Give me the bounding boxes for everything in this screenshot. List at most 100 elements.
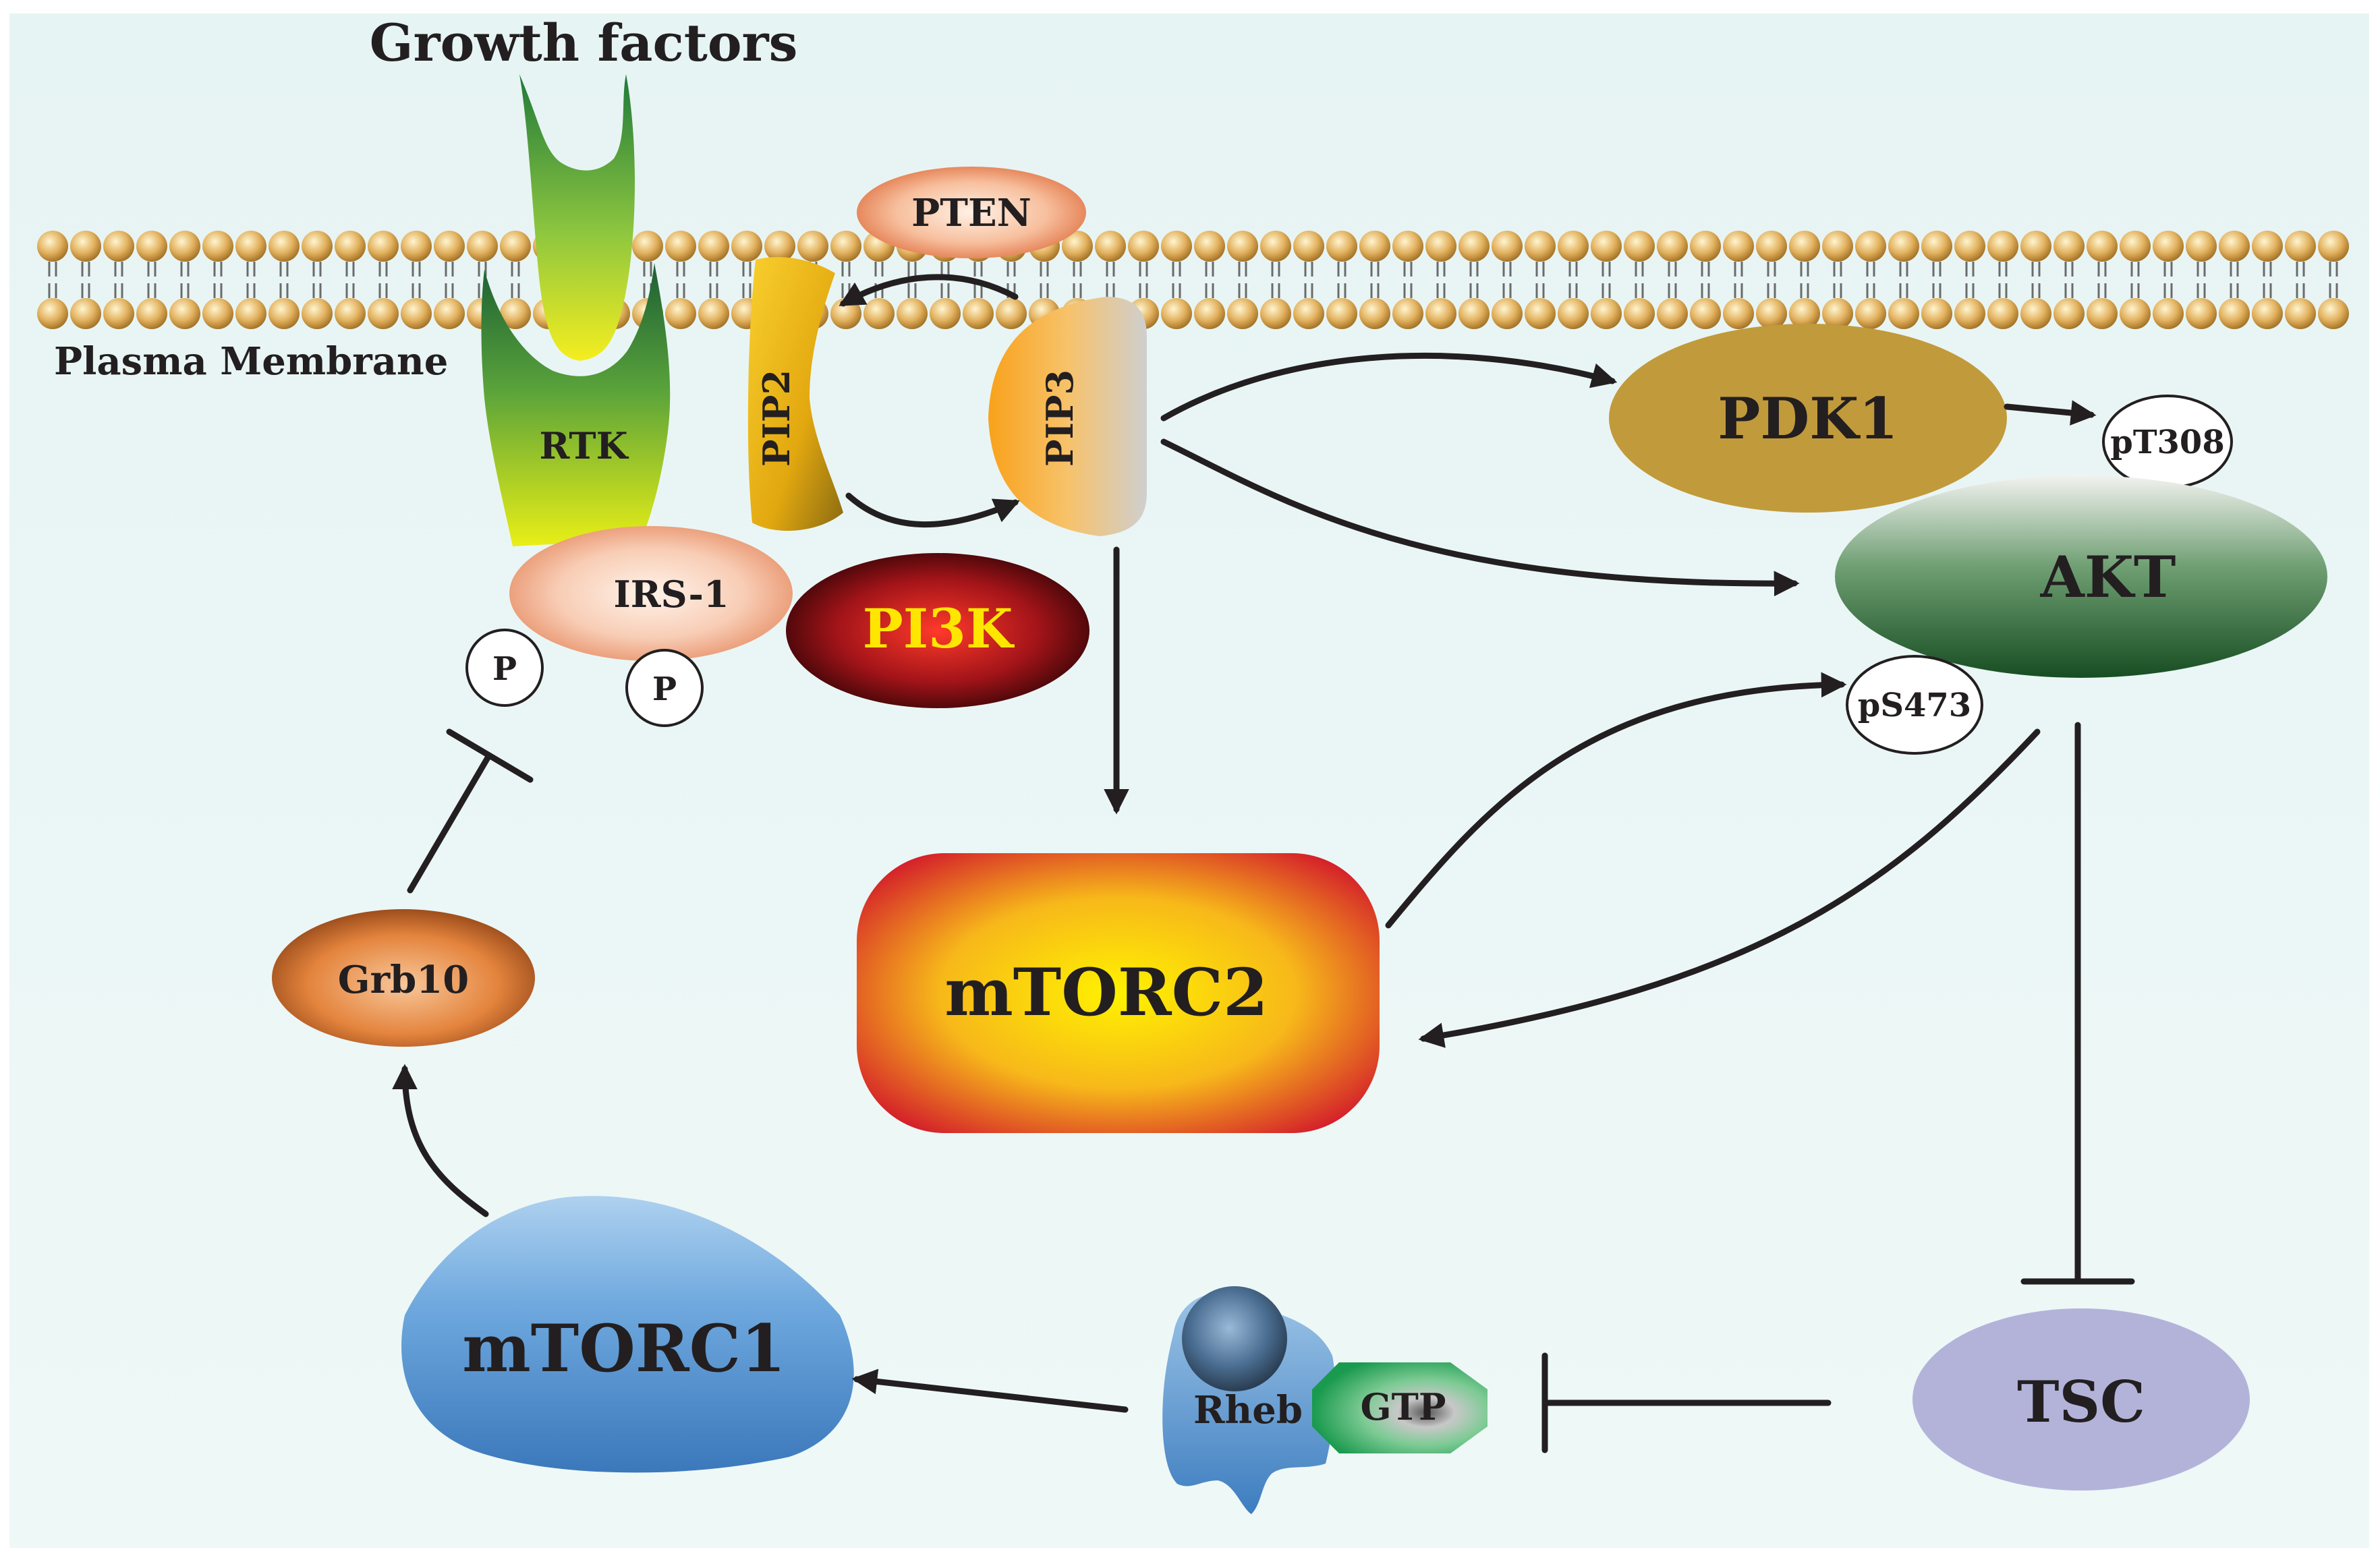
lipid-tail [1040, 262, 1049, 298]
lipid-head-inner [1227, 298, 1258, 329]
lipid-head-inner [2318, 298, 2349, 329]
growth-factors-label: Growth factors [370, 13, 798, 73]
lipid-tail [1205, 262, 1214, 298]
pdk1-label: PDK1 [1718, 385, 1898, 452]
lipid-head-inner [863, 298, 895, 329]
lipid-head-outer [830, 231, 861, 262]
arrow-pip3-to-pdk1 [1160, 353, 1618, 422]
lipid-head-outer [1260, 231, 1291, 262]
lipid-head-inner [1458, 298, 1490, 329]
lipid-tail [1833, 262, 1842, 298]
lipid-tail [180, 262, 190, 298]
arrow-akt-to-mtorc2 [1418, 728, 2041, 1048]
lipid-head-inner [1260, 298, 1291, 329]
lipid-tail [511, 262, 520, 298]
pi3k-label: PI3K [863, 597, 1015, 660]
lipid-tail [1502, 262, 1512, 298]
lipid-head-outer [268, 231, 300, 262]
lipid-head-outer [235, 231, 266, 262]
lipid-tail [1932, 262, 1942, 298]
lipid-head-inner [1425, 298, 1456, 329]
lipid-tail [1337, 262, 1347, 298]
lipid-head-outer [500, 231, 531, 262]
lipid-head-inner [1326, 298, 1357, 329]
lipid-tail [1635, 262, 1644, 298]
lipid-tail [2329, 262, 2338, 298]
pten-label: PTEN [911, 191, 1031, 235]
lipid-head-inner [665, 298, 696, 329]
arrow-mtorc2-to-ps473 [1385, 672, 1847, 929]
lipid-head-inner [1756, 298, 1787, 329]
lipid-tail [1403, 262, 1413, 298]
lipid-head-outer [1392, 231, 1423, 262]
mtorc2-label: mTORC2 [944, 954, 1268, 1031]
lipid-head-inner [1293, 298, 1324, 329]
lipid-head-inner [1194, 298, 1225, 329]
lipid-head-inner [1492, 298, 1523, 329]
pip3-label: PIP3 [1038, 370, 1081, 467]
pdk1-node [1609, 324, 2007, 513]
lipid-head-inner [202, 298, 233, 329]
lipid-head-inner [698, 298, 729, 329]
lipid-tail [246, 262, 256, 298]
lipid-head-outer [1591, 231, 1622, 262]
lipid-tail [147, 262, 157, 298]
lipid-head-inner [1921, 298, 1952, 329]
lipid-head-outer [169, 231, 200, 262]
irs1-label: IRS-1 [613, 573, 729, 616]
lipid-tail [1998, 262, 2008, 298]
lipid-head-outer [1293, 231, 1324, 262]
lipid-head-outer [401, 231, 432, 262]
phospho-label-right: P [652, 670, 677, 708]
lipid-head-outer [467, 231, 498, 262]
lipid-head-outer [1723, 231, 1754, 262]
pip2-label: PIP2 [755, 370, 798, 467]
lipid-tail [1106, 262, 1115, 298]
lipid-head-inner [335, 298, 366, 329]
lipid-head-outer [665, 231, 696, 262]
lipid-tail [907, 262, 917, 298]
lipid-tail [2031, 262, 2041, 298]
lipid-tail [841, 262, 851, 298]
lipid-head-outer [2219, 231, 2250, 262]
pi3k-node [786, 553, 1089, 708]
grb10-label: Grb10 [338, 958, 469, 1002]
lipid-tail [81, 262, 90, 298]
lipid-tail [742, 262, 752, 298]
lipid-head-outer [2186, 231, 2217, 262]
lipid-head-outer [2020, 231, 2051, 262]
diagram-panel [9, 13, 2369, 1548]
connectors [392, 274, 2135, 1453]
lipid-head-inner [434, 298, 465, 329]
lipid-tail [445, 262, 454, 298]
lipid-tail [1469, 262, 1479, 298]
rheb-label: Rheb [1193, 1388, 1303, 1433]
lipid-head-outer [2087, 231, 2118, 262]
arrow-pip3-to-akt [1160, 438, 1800, 597]
lipid-head-outer [37, 231, 68, 262]
lipid-head-outer [1128, 231, 1159, 262]
arrow-mtorc1-to-grb10 [392, 1064, 489, 1217]
lipid-head-inner [1789, 298, 1820, 329]
lipid-tail [48, 262, 57, 298]
lipid-head-outer [2120, 231, 2151, 262]
lipid-head-inner [2285, 298, 2316, 329]
lipid-head-inner [37, 298, 68, 329]
lipid-tail [1535, 262, 1545, 298]
lipid-tail [2097, 262, 2107, 298]
lipid-head-outer [1855, 231, 1886, 262]
lipid-head-outer [434, 231, 465, 262]
ps473-label: pS473 [1858, 687, 1971, 724]
lipid-head-outer [2285, 231, 2316, 262]
lipid-head-inner [1855, 298, 1886, 329]
lipid-tail [676, 262, 685, 298]
pten-node [857, 167, 1086, 258]
lipid-head-outer [731, 231, 762, 262]
lipid-tail [1899, 262, 1908, 298]
tsc-label: TSC [2017, 1368, 2145, 1435]
lipid-head-outer [1359, 231, 1390, 262]
lipid-head-inner [930, 298, 961, 329]
arrow-pip2-to-pip3 [845, 492, 1020, 528]
mtorc1-node [401, 1196, 854, 1473]
